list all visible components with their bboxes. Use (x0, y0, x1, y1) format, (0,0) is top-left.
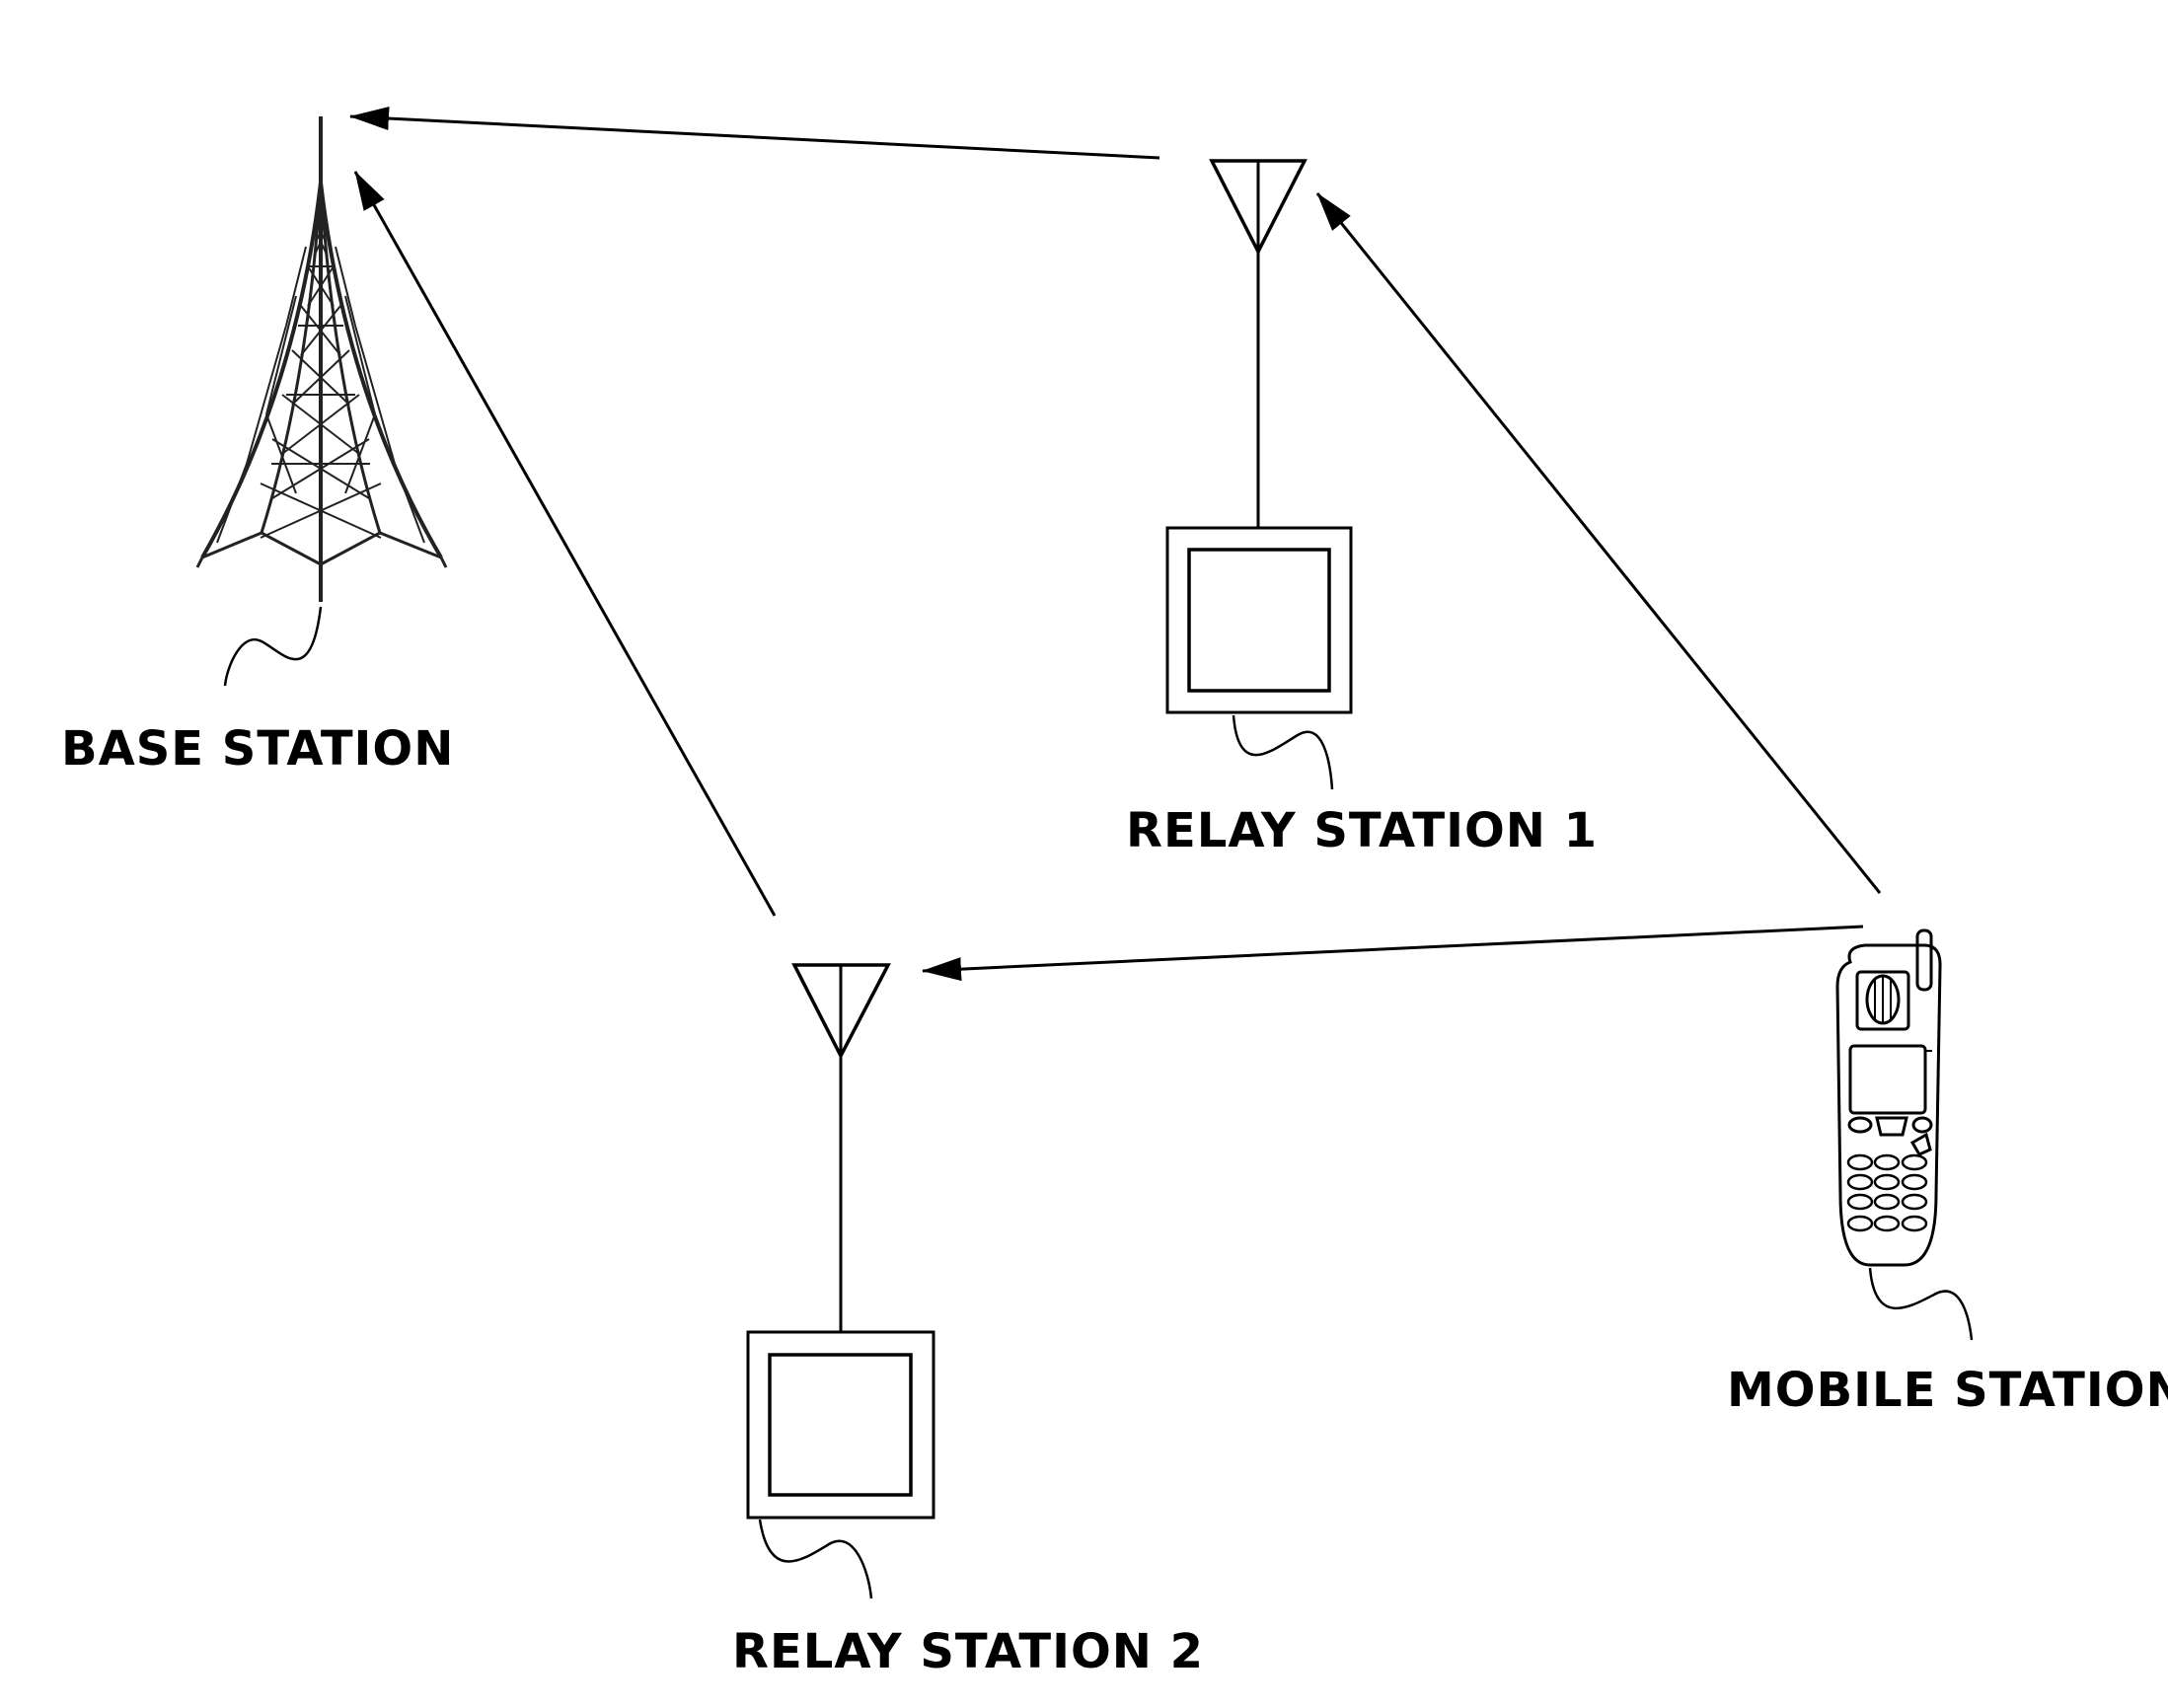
mobile-phone-icon (1837, 930, 1940, 1265)
relay-station-2-leader-line (760, 1520, 871, 1598)
base-station-label: BASE STATION (61, 725, 454, 773)
arrow-mobile-to-relay2 (923, 927, 1863, 971)
relay-station-1-label: RELAY STATION 1 (1126, 807, 1598, 854)
mobile-station-label: MOBILE STATION (1727, 1367, 2168, 1414)
mobile-station-leader-line (1870, 1268, 1972, 1340)
tower-icon (197, 116, 446, 602)
relay-antenna-icon (748, 965, 934, 1518)
arrow-relay1-to-base (350, 116, 1159, 158)
arrow-relay2-to-base (355, 172, 775, 916)
arrow-mobile-to-relay1 (1317, 193, 1880, 893)
base-station-leader-line (225, 607, 321, 686)
link-arrows (350, 116, 1880, 971)
relay-station-2-label: RELAY STATION 2 (732, 1628, 1204, 1675)
relay-station-1-leader-line (1234, 715, 1332, 789)
relay-antenna-icon (1167, 161, 1351, 712)
